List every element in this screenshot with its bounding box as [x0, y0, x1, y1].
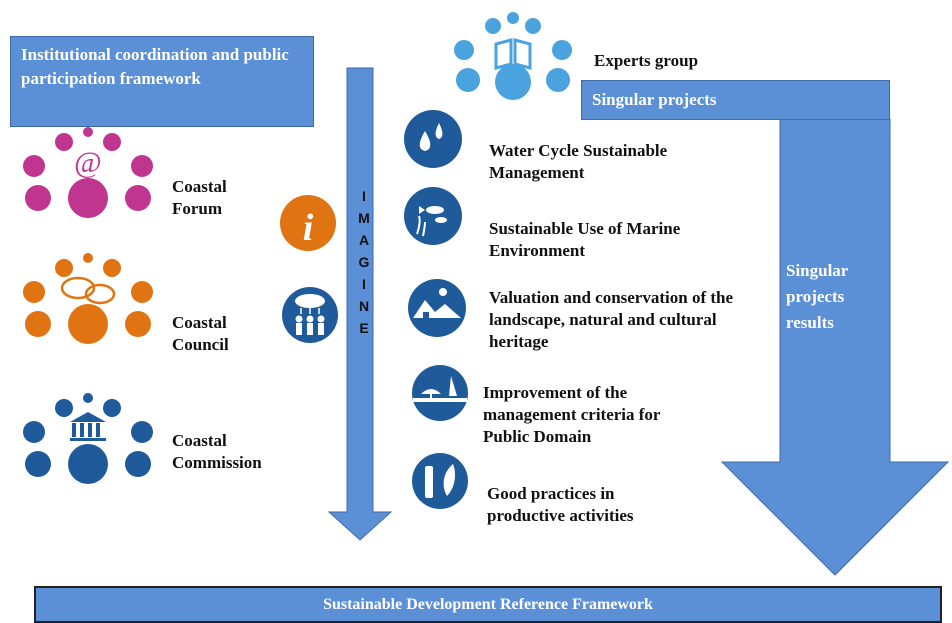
imagine-letter: A [358, 232, 370, 248]
beach-umbrella-icon [412, 365, 468, 421]
rain-people-icon [282, 287, 338, 343]
bottom-framework-label: Sustainable Development Reference Framew… [323, 596, 653, 613]
singular-results-arrow [720, 118, 950, 576]
experts-book-icon [454, 12, 572, 100]
landscape-icon [408, 279, 466, 337]
imagine-letter: N [358, 298, 370, 314]
theme-label-water: Water Cycle Sustainable Management [489, 141, 668, 182]
bottom-framework-bar: Sustainable Development Reference Framew… [34, 586, 942, 623]
singular-results-label: Singular projects results [786, 261, 849, 332]
svg-text:@: @ [74, 146, 102, 179]
imagine-arrow [327, 67, 393, 541]
imagine-letter: E [359, 320, 369, 336]
speech-bubbles-network-icon [23, 253, 153, 344]
leaf-tool-icon [412, 453, 468, 509]
water-drops-icon [404, 110, 462, 168]
imagine-letter: G [358, 254, 370, 270]
framework-box-text: Institutional coordination and public pa… [21, 45, 289, 88]
singular-projects-label: Singular projects [592, 90, 717, 109]
imagine-letter: I [362, 276, 366, 292]
imagine-letter: M [358, 210, 370, 226]
institution-network-icon [23, 393, 153, 484]
imagine-letter: I [362, 188, 366, 204]
theme-label-landscape: Valuation and conservation of the landsc… [489, 288, 734, 351]
theme-label-good-practices: Good practices in productive activities [487, 484, 634, 525]
at-sign-network-icon: @ [23, 127, 153, 218]
coastal-commission-label: Coastal Commission [172, 431, 262, 472]
svg-text:i: i [303, 207, 314, 249]
coastal-forum-label: Coastal Forum [172, 177, 227, 218]
theme-label-public-domain: Improvement of the management criteria f… [483, 383, 661, 446]
framework-box: Institutional coordination and public pa… [10, 36, 314, 127]
coastal-council-label: Coastal Council [172, 313, 229, 354]
info-icon: i [280, 195, 336, 251]
fish-icon [404, 187, 462, 245]
experts-group-label: Experts group [594, 51, 699, 70]
singular-projects-box: Singular projects [581, 80, 890, 120]
theme-label-marine: Sustainable Use of Marine Environment [489, 219, 681, 260]
